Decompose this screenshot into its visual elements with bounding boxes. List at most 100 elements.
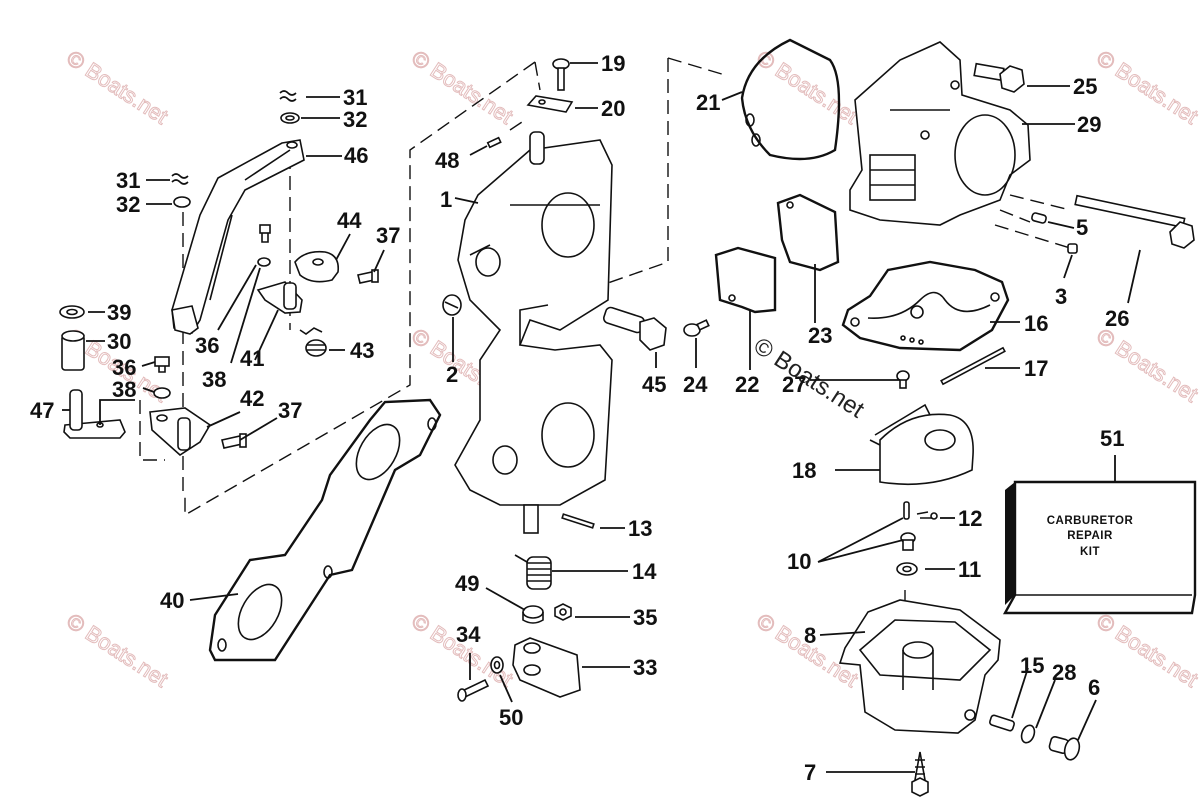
watermark: © Boats.net [62,608,172,692]
callout-13: 13 [628,516,652,541]
callout-35: 35 [633,605,657,630]
drain-plug-6 [1048,736,1081,761]
repair-kit-box-51: CARBURETOR REPAIR KIT [1002,480,1197,615]
callout-15: 15 [1020,653,1044,678]
screw-36-top [259,224,271,243]
callout-28: 28 [1052,660,1076,685]
callout-46: 46 [344,143,368,168]
callout-16: 16 [1024,311,1048,336]
callout-24: 24 [683,372,708,397]
callout-26: 26 [1105,306,1129,331]
bushing-30 [61,330,85,371]
screw-27 [896,370,910,389]
clip-12 [916,511,938,520]
callout-38-left: 38 [112,377,136,402]
kit-label-line-3: KIT [1080,546,1100,558]
callout-39: 39 [107,300,131,325]
gasket-23 [776,193,840,272]
screw-34 [457,678,490,702]
callout-21: 21 [696,90,720,115]
callout-41: 41 [240,346,264,371]
spring-14 [514,554,552,590]
callout-17: 17 [1024,356,1048,381]
bolt-25 [973,62,1025,93]
plug-2 [442,294,462,316]
screw-37-top [357,269,379,284]
callout-22: 22 [735,372,759,397]
pin-48 [486,136,502,149]
callout-1: 1 [440,187,452,212]
carburetor-body-1 [454,131,613,534]
float-18 [869,403,974,486]
air-intake-housing-29 [849,41,1031,226]
callout-31-left: 31 [116,168,140,193]
bolt-45 [603,306,667,351]
gasket-11 [896,562,918,576]
callout-32-left: 32 [116,192,140,217]
watermark: © Boats.net [1092,608,1200,692]
gasket-22 [714,246,777,314]
watermark: © Boats.net [1092,323,1200,407]
float-bowl-8 [838,599,1001,734]
washer-38-top [257,257,271,267]
callout-27: 27 [782,372,806,397]
kit-label-line-2: REPAIR [1067,530,1113,542]
watermark: © Boats.net [62,45,172,129]
callout-51: 51 [1100,426,1124,451]
spring-43 [299,327,327,357]
cap-49 [522,605,544,624]
callout-33: 33 [633,655,657,680]
screw-19 [552,58,570,91]
seat-10 [900,532,916,551]
clip-31-left [171,173,189,185]
callout-7: 7 [804,760,816,785]
plug-3 [1067,243,1078,254]
assembly-lines [139,57,1071,640]
callout-44: 44 [337,208,362,233]
clip-31-top [279,90,297,102]
lever-42 [149,407,212,457]
callout-8: 8 [804,623,816,648]
clamp-33 [512,637,581,698]
callout-12: 12 [958,506,982,531]
throttle-link-46 [171,139,305,335]
callout-29: 29 [1077,112,1101,137]
callout-50: 50 [499,705,523,730]
callout-47: 47 [30,398,54,423]
callout-14: 14 [632,559,657,584]
lever-41 [256,281,303,314]
callout-43: 43 [350,338,374,363]
long-bolt-26 [1074,194,1195,249]
callout-40: 40 [160,588,184,613]
callout-11: 11 [958,557,981,582]
screw-7 [911,751,929,797]
float-bowl-gasket-16 [841,260,1010,352]
callout-31-top: 31 [343,85,367,110]
callout-42: 42 [240,386,264,411]
callout-30: 30 [107,329,131,354]
callout-38-center: 38 [202,367,226,392]
washer-32-top [280,112,300,124]
plate-20 [526,95,574,113]
screw-24 [683,319,710,337]
watermark: © Boats.net [752,45,862,129]
callout-18: 18 [792,458,816,483]
washer-50 [490,656,504,674]
callout-34: 34 [456,622,481,647]
cam-44 [294,250,340,283]
watermark: © Boats.net [1092,45,1200,129]
intake-gasket-40 [208,398,442,662]
washer-38-left [153,387,171,399]
lever-shaft-47 [63,389,126,439]
jet-15 [989,714,1015,732]
callout-37-left: 37 [278,398,302,423]
callout-3: 3 [1055,284,1067,309]
washer-39 [59,305,85,319]
screw-37-left [221,433,247,449]
o-ring-28 [1020,724,1036,744]
callout-23: 23 [808,323,832,348]
float-pin-17 [940,346,1006,386]
callout-36-left: 36 [112,355,136,380]
callout-45: 45 [642,372,666,397]
